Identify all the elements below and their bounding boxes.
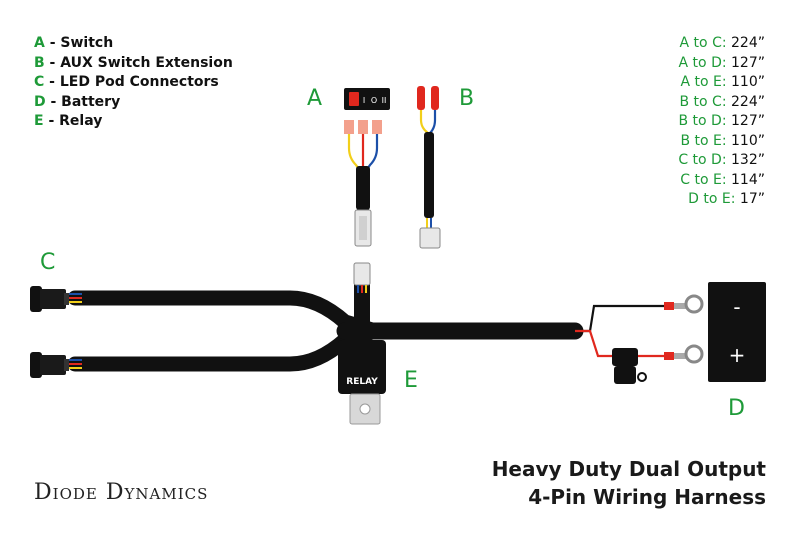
diagram-title: Heavy Duty Dual Output 4-Pin Wiring Harn… xyxy=(492,455,766,511)
distance-pair: D to E: xyxy=(688,191,736,207)
legend-label: - LED Pod Connectors xyxy=(44,74,219,90)
harness-junction-connector xyxy=(353,262,371,293)
distance-pair: B to D: xyxy=(678,113,727,129)
distance-row: C to E: 114” xyxy=(678,171,765,191)
legend-item: E - Relay xyxy=(34,112,233,132)
legend-key: C xyxy=(34,74,45,90)
distance-pair: A to D: xyxy=(678,54,727,71)
distance-row: D to E: 17” xyxy=(678,190,765,210)
led-pod-connector-top xyxy=(30,286,82,312)
legend-item: D - Battery xyxy=(34,93,233,113)
battery-negative-label: - xyxy=(733,295,740,319)
distance-row: A to E: 110” xyxy=(678,73,765,93)
legend-label: - Relay xyxy=(43,113,103,129)
title-line-2: 4-Pin Wiring Harness xyxy=(528,485,766,509)
legend-label: - AUX Switch Extension xyxy=(44,54,233,71)
distance-value: 127” xyxy=(726,113,765,129)
title-line-1: Heavy Duty Dual Output xyxy=(491,457,766,481)
led-pod-connector-bottom xyxy=(30,352,82,378)
legend-key: B xyxy=(34,54,45,71)
distance-value: 132” xyxy=(726,152,765,168)
distance-row: B to D: 127” xyxy=(678,112,766,132)
brand-logo-text: Diode Dynamics xyxy=(34,480,209,505)
label-c: C xyxy=(40,250,56,275)
legend-key: A xyxy=(34,35,45,51)
distance-pair: B to E: xyxy=(680,132,727,149)
legend-key: D xyxy=(34,93,46,110)
distance-value: 110” xyxy=(726,132,765,149)
distance-pair: C to D: xyxy=(678,152,727,168)
distance-value: 224” xyxy=(726,35,765,51)
legend-item: B - AUX Switch Extension xyxy=(34,54,233,74)
switch-mark-aux: II xyxy=(382,96,387,105)
label-a: A xyxy=(307,86,323,111)
distance-table: A to C: 224” A to D: 127” A to E: 110” B… xyxy=(678,34,765,210)
distance-value: 17” xyxy=(735,191,765,207)
legend-label: - Battery xyxy=(45,93,121,110)
distance-pair: A to C: xyxy=(679,35,727,51)
distance-row: B to C: 224” xyxy=(678,93,766,113)
distance-pair: C to E: xyxy=(680,171,727,188)
relay-label: RELAY xyxy=(346,377,378,387)
distance-row: A to D: 127” xyxy=(678,54,765,74)
label-e: E xyxy=(404,368,418,393)
ring-terminal-positive xyxy=(664,344,704,364)
distance-value: 224” xyxy=(726,93,765,110)
legend-label: - Switch xyxy=(44,35,114,51)
distance-row: B to E: 110” xyxy=(678,132,765,152)
label-d: D xyxy=(728,396,745,421)
distance-row: C to D: 132” xyxy=(678,151,765,171)
ring-terminal-negative xyxy=(664,294,704,314)
harness-main xyxy=(67,277,584,372)
switch-mark-on: I xyxy=(363,96,365,105)
distance-value: 114” xyxy=(726,171,765,188)
label-b: B xyxy=(459,86,475,111)
distance-value: 127” xyxy=(726,54,765,71)
battery-positive-label: + xyxy=(729,343,746,367)
legend-item: A - Switch xyxy=(34,34,233,54)
battery: - + xyxy=(708,282,766,382)
distance-pair: B to C: xyxy=(679,93,727,110)
distance-pair: A to E: xyxy=(680,74,727,90)
relay: RELAY xyxy=(338,340,386,425)
distance-row: A to C: 224” xyxy=(678,34,765,54)
component-legend: A - Switch B - AUX Switch Extension C - … xyxy=(34,34,233,132)
inline-fuse-holder xyxy=(612,348,647,384)
rocker-switch: I O II xyxy=(344,88,390,247)
legend-item: C - LED Pod Connectors xyxy=(34,73,233,93)
switch-mark-off: O xyxy=(371,96,377,105)
distance-value: 110” xyxy=(726,74,765,90)
legend-key: E xyxy=(34,113,44,129)
aux-switch-extension xyxy=(417,86,441,249)
